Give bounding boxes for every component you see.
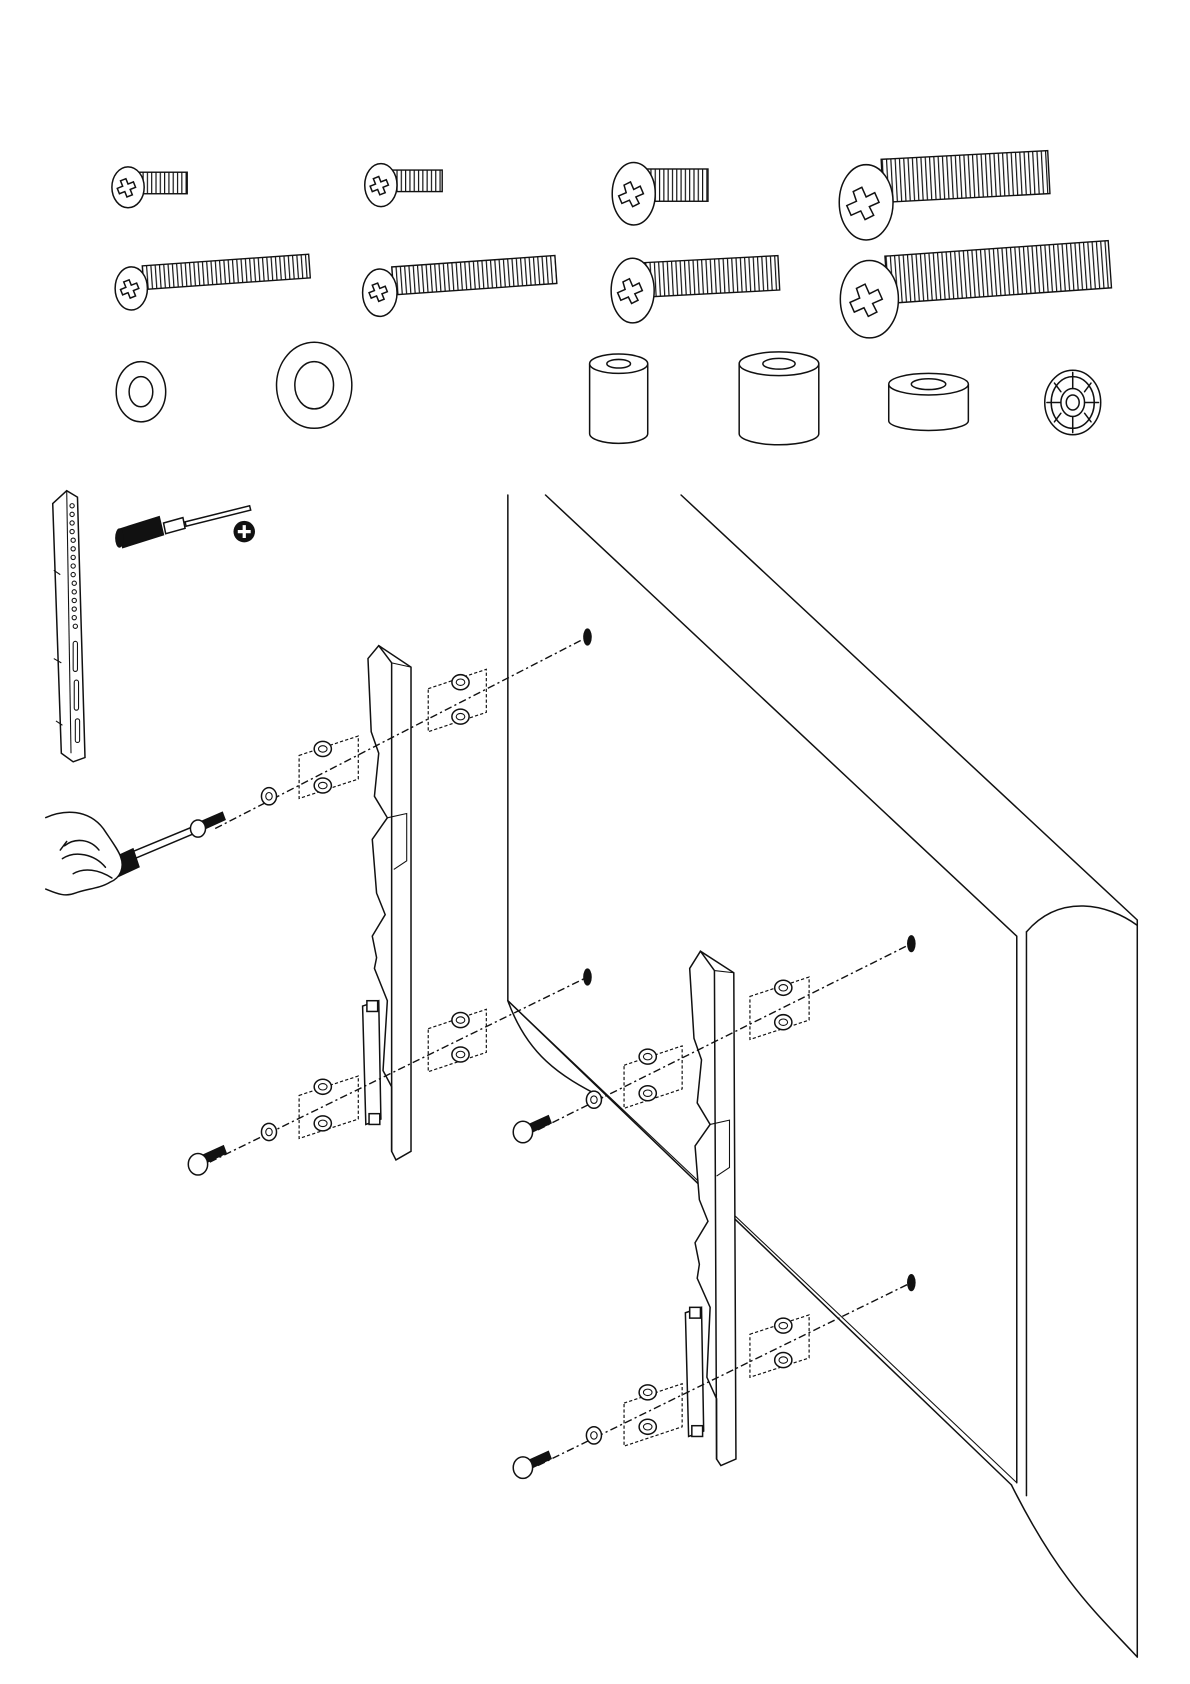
washer-small-icon [116, 362, 165, 422]
spacer-group-6 [624, 1046, 682, 1108]
screwdriver-icon [115, 506, 251, 548]
screw-m4-long-icon [115, 254, 310, 310]
screw-row-1 [112, 151, 1050, 240]
spacer-group-7 [750, 1315, 809, 1377]
screw-row-2 [115, 241, 1111, 338]
spacer-group-5 [750, 977, 809, 1039]
line-washers [261, 788, 601, 1444]
washer-large-icon [277, 342, 352, 428]
screw-m6-long-icon [611, 256, 780, 323]
spacer-group-2 [299, 736, 358, 798]
screw-m4-short-icon [112, 167, 187, 208]
washers-spacers-row [116, 342, 1100, 445]
adapter-disc-icon [1045, 370, 1101, 435]
bracket-right [685, 951, 736, 1465]
spacer-group-8 [624, 1384, 682, 1446]
spacer-short-icon [889, 373, 969, 430]
hand-with-screwdriver [45, 812, 205, 895]
spacer-tall-icon [590, 354, 648, 443]
screw-m5-long-icon [363, 256, 557, 317]
screw-m8-short-icon [839, 151, 1050, 240]
tv-holes [583, 628, 915, 1291]
spacer-group-1 [428, 669, 486, 731]
tv-panel [508, 495, 1137, 1657]
bolt-bottom-left-icon [188, 1145, 227, 1175]
screw-m8-long-icon [840, 241, 1111, 338]
screw-m4-short-icon-2 [365, 164, 442, 207]
bracket-left [363, 646, 411, 1160]
bolts [188, 811, 552, 1478]
spacer-group-4 [299, 1076, 358, 1138]
bolt-bottom-right-icon [513, 1450, 552, 1478]
phillips-plus-icon [233, 521, 255, 543]
spacer-wide-icon [739, 352, 819, 445]
screw-m6-short-icon [612, 163, 708, 225]
bolt-mid-right-icon [513, 1115, 552, 1143]
mounting-strip-thumbnail [53, 491, 85, 762]
